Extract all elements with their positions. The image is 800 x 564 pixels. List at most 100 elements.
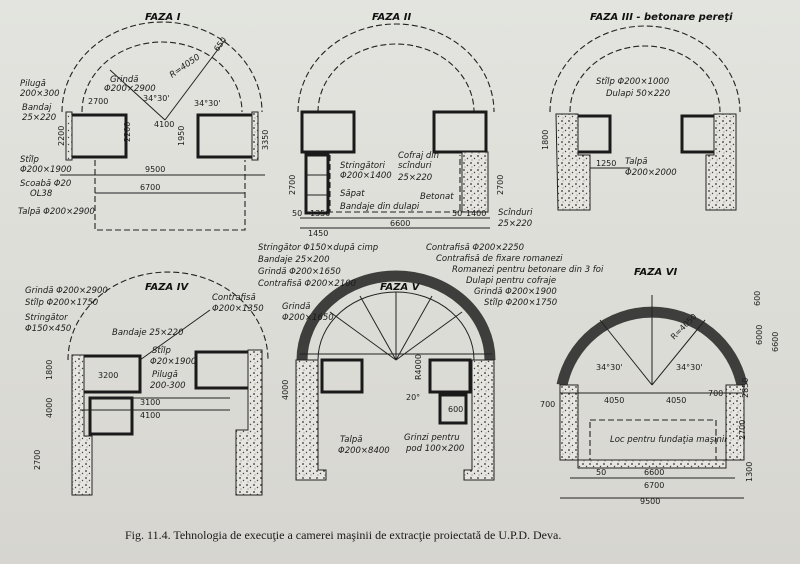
- label-f3-talpa: Talpă: [625, 157, 647, 167]
- label-f4-stringator: Stringător: [25, 313, 68, 323]
- label-radius-f1: R=4050: [168, 52, 202, 80]
- label-f4-grinda: Grindă Φ200×2900: [25, 286, 108, 296]
- label-f5b-ramonezi: Romanezi pentru betonare din 3 foi: [452, 265, 604, 275]
- label-f4-bandaje: Bandaje 25×220: [112, 328, 184, 338]
- label-grinda-dim: Φ200×2900: [104, 84, 156, 94]
- phase-2-right-frame: [432, 110, 488, 154]
- phase-2-stringer-frame: [304, 153, 330, 215]
- label-ol38: OL38: [30, 189, 53, 199]
- phase-5-arch: [296, 270, 496, 361]
- dim-f2-1400: 1400: [466, 209, 486, 218]
- label-f4-piluga: Pilugă: [152, 370, 178, 380]
- dim-f6-600: 600: [753, 291, 762, 306]
- label-grinda: Grindă: [110, 75, 138, 85]
- dim-f1-1950: 1950: [177, 126, 186, 146]
- phase-2-arch-outline: [297, 23, 495, 113]
- phase-1-right-wall: [251, 111, 259, 161]
- dim-f5-600: 600: [448, 405, 463, 414]
- phase-5-left-wall: [295, 359, 327, 481]
- phase-3-left-wall: [555, 113, 591, 211]
- phase-5-lower-frame: [438, 393, 468, 425]
- phase-3-drawing: FAZA III - betonare pereţi Stîlp Φ200×10…: [541, 12, 741, 211]
- dim-f5-4000: 4000: [281, 380, 290, 400]
- dim-f1-3350: 3350: [261, 130, 270, 150]
- label-f5-grinda2: Grindă: [282, 302, 310, 312]
- dim-f6-2850: 2850: [741, 378, 750, 398]
- dim-f6-4050b: 4050: [666, 396, 686, 405]
- phase-4-right-frame: [194, 350, 252, 390]
- label-stilp: Stîlp: [20, 155, 39, 165]
- phase-2-concrete-wall: [461, 151, 489, 213]
- label-f4-contrafisa-dim: Φ200×1350: [212, 304, 264, 314]
- dim-f2-2700b: 2700: [496, 175, 505, 195]
- label-cofraj: Cofraj din: [398, 151, 439, 161]
- label-angle-f1-a: 34°30': [143, 94, 170, 103]
- phase-1-right-frame: [196, 113, 256, 159]
- phase-3-right-wall: [705, 113, 737, 211]
- label-scinduri2-dim: 25×220: [498, 219, 532, 229]
- label-stringatori: Stringători: [340, 161, 386, 171]
- phase-6-left-wall: [559, 384, 579, 461]
- dim-f6-700b: 700: [708, 389, 723, 398]
- phase-1-excavation: [94, 160, 246, 231]
- dim-f4-3200: 3200: [98, 371, 118, 380]
- phase-5-left-frame: [320, 358, 364, 394]
- dim-f6-4050a: 4050: [604, 396, 624, 405]
- dim-f2-50b: 50: [452, 209, 462, 218]
- label-scinduri2: Scînduri: [498, 208, 533, 218]
- phase-6-radius-right: [651, 319, 706, 386]
- label-f5b-dulapi: Dulapi pentru cofraje: [466, 276, 556, 286]
- dim-f4-3100: 3100: [140, 398, 160, 407]
- phase-5-right-frame: [428, 358, 472, 394]
- phase-5-right-wall: [463, 359, 495, 481]
- label-f5-angle: 20°: [406, 393, 420, 402]
- dim-f6-2700: 2700: [738, 420, 747, 440]
- dim-f4-4000: 4000: [45, 398, 54, 418]
- dim-f2-1350: 1350: [310, 209, 330, 218]
- label-f6-foundation: Loc pentru fundaţia maşinii: [610, 435, 727, 445]
- dim-f1-650: 650: [212, 35, 228, 53]
- label-stilp-dim: Φ200×1900: [20, 165, 72, 175]
- label-f4-contrafisa: Contrafisă: [212, 293, 256, 303]
- phase-2-excavation: [329, 155, 461, 213]
- label-bandaje-f2: Bandaje din dulapi: [340, 202, 420, 212]
- phase-6-title: FAZA VI: [634, 267, 677, 278]
- label-f5-stringator: Stringător Φ150×după cimp: [258, 243, 378, 253]
- phase-5-rib-5: [395, 311, 463, 361]
- dim-f6-50: 50: [596, 468, 606, 477]
- label-f4-stilp: Stîlp Φ200×1750: [25, 298, 98, 308]
- dim-f4-2700: 2700: [33, 450, 42, 470]
- label-f3-talpa-dim: Φ200×2000: [625, 168, 677, 178]
- label-sapat: Săpat: [340, 189, 365, 199]
- phase-2-left-frame: [300, 110, 356, 154]
- phase-3-arch-outline: [549, 25, 741, 113]
- label-bandaj-dim: 25×220: [22, 113, 56, 123]
- dim-f1-4100: 4100: [154, 120, 174, 129]
- figure-caption: Fig. 11.4. Tehnologia de execuţie a came…: [125, 528, 561, 542]
- phase-4-strut: [139, 309, 211, 361]
- dim-f2-50a: 50: [292, 209, 302, 218]
- label-angle-f1-b: 34°30': [194, 99, 221, 108]
- phase-6-right-wall: [725, 384, 745, 461]
- label-f5b-stilp: Stîlp Φ200×1750: [484, 298, 557, 308]
- phase-1-arch-outline: [61, 21, 263, 113]
- phase-4-lower-frame: [88, 396, 134, 436]
- dim-f6-6600h: 6600: [644, 468, 664, 477]
- phase-4-title: FAZA IV: [145, 282, 189, 293]
- phase-5-title: FAZA V: [380, 282, 421, 293]
- label-scoaba: Scoabă Φ20: [20, 179, 71, 189]
- phase-5-rib-4: [395, 295, 433, 361]
- dim-f1-2200b: 2200: [57, 126, 66, 146]
- label-f5b-ramonezi-fix: Contrafisă de fixare romanezi: [436, 254, 563, 264]
- phase-6-foundation-area: [589, 419, 717, 461]
- phase-4-drawing: FAZA IV Grindă Φ200×2900 Stîlp Φ200×1750…: [25, 271, 269, 496]
- dim-f2-1450: 1450: [308, 229, 328, 238]
- dim-f1-6700: 6700: [140, 183, 160, 192]
- label-bandaj: Bandaj: [22, 103, 52, 113]
- dim-f6-1300: 1300: [745, 462, 754, 482]
- phase-1-drawing: FAZA I Pilugă 200×300 Grindă Φ200×2900 B…: [18, 12, 270, 231]
- phase-1-arch-inner: [81, 41, 243, 113]
- dim-f2-6600: 6600: [390, 219, 410, 228]
- label-f5b-contrafisa: Contrafisă Φ200×2250: [426, 243, 524, 253]
